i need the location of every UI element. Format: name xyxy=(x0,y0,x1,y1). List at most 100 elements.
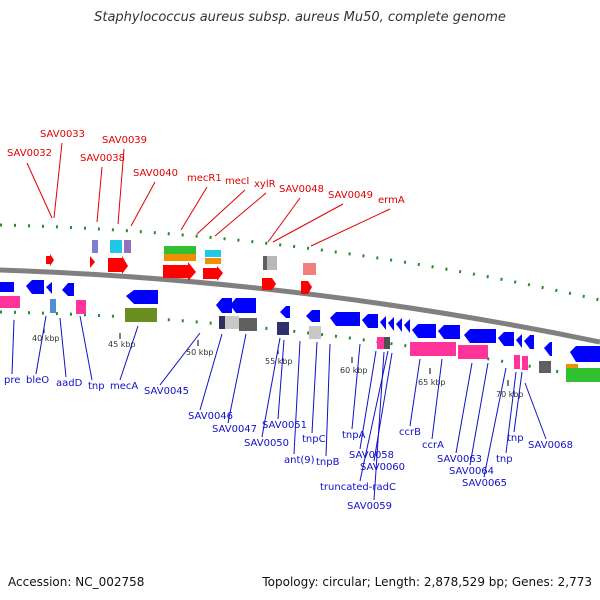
lower-gene-label: SAV0063 xyxy=(437,454,482,465)
feature-arrow xyxy=(412,324,436,338)
lower-gene-label: SAV0047 xyxy=(212,424,257,435)
feature-box xyxy=(522,356,528,370)
feature-arrow xyxy=(516,334,522,348)
leader-line xyxy=(79,315,93,381)
leader-line xyxy=(96,166,103,223)
feature-arrow xyxy=(203,266,223,281)
leader-line xyxy=(359,350,389,482)
feature-box xyxy=(50,299,56,313)
feature-arrow xyxy=(498,332,514,346)
lower-gene-label: SAV0064 xyxy=(449,466,494,477)
feature-arrow xyxy=(26,280,44,294)
leader-line xyxy=(513,371,523,433)
feature-arrow xyxy=(216,298,232,313)
lower-features xyxy=(0,280,600,382)
leader-line xyxy=(117,148,125,225)
feature-arrow xyxy=(544,342,552,356)
feature-arrow xyxy=(90,256,95,268)
feature-box xyxy=(384,337,390,349)
feature-arrow xyxy=(388,317,394,331)
leader-line xyxy=(159,332,201,386)
feature-box xyxy=(514,355,520,369)
leader-line xyxy=(311,341,318,434)
lower-gene-label: tnpA xyxy=(342,430,366,441)
kbp-tick-label: 55 kbp xyxy=(265,357,293,366)
kbp-tick-label: 50 kbp xyxy=(186,348,214,357)
leader-line xyxy=(214,192,267,237)
feature-arrow xyxy=(330,312,360,326)
genome-backbone xyxy=(0,267,600,345)
upper-gene-label: SAV0048 xyxy=(279,184,324,195)
feature-arrow xyxy=(362,314,378,328)
feature-box xyxy=(277,322,289,335)
leader-line xyxy=(469,362,489,466)
leader-line xyxy=(483,367,507,478)
feature-arrow xyxy=(380,316,386,330)
leader-line xyxy=(277,339,285,420)
feature-box xyxy=(225,316,239,329)
accession-text: Accession: NC_002758 xyxy=(8,575,145,589)
lower-gene-label: tnp xyxy=(88,381,105,392)
feature-box xyxy=(124,240,131,253)
lower-gene-label: SAV0068 xyxy=(528,440,573,451)
feature-arrow xyxy=(280,306,290,318)
feature-box xyxy=(239,318,257,331)
leader-line xyxy=(431,358,443,440)
upper-features xyxy=(46,240,316,294)
leader-line xyxy=(310,208,391,247)
upper-gene-label: SAV0038 xyxy=(80,153,125,164)
feature-box xyxy=(125,308,157,322)
feature-box xyxy=(303,263,316,275)
feature-arrow xyxy=(404,319,410,333)
lower-gene-label: SAV0065 xyxy=(462,478,507,489)
leader-line xyxy=(261,337,281,438)
leader-line xyxy=(293,340,301,455)
leader-line xyxy=(59,317,67,378)
leader-line xyxy=(35,315,47,375)
feature-box xyxy=(205,258,221,264)
upper-gene-label: mecI xyxy=(225,176,249,187)
genome-title: Staphylococcus aureus subsp. aureus Mu50… xyxy=(94,10,506,25)
upper-gene-label: SAV0032 xyxy=(7,148,52,159)
kbp-tick-label: 70 kbp xyxy=(496,390,524,399)
upper-gene-label: SAV0040 xyxy=(133,168,178,179)
feature-arrow xyxy=(306,310,320,322)
leader-line xyxy=(373,351,385,501)
lower-gene-label: SAV0059 xyxy=(347,501,392,512)
upper-gene-label: mecR1 xyxy=(187,173,222,184)
lower-gene-label: SAV0046 xyxy=(188,411,233,422)
topology-text: Topology: circular; Length: 2,878,529 bp… xyxy=(262,575,592,589)
feature-arrow xyxy=(396,318,402,332)
lower-gene-label: tnpB xyxy=(316,457,340,468)
feature-arrow xyxy=(524,335,534,349)
feature-arrow xyxy=(230,298,256,313)
feature-arrow xyxy=(464,329,496,343)
feature-arrow xyxy=(46,282,52,294)
leader-line xyxy=(325,343,331,457)
upper-gene-label: SAV0039 xyxy=(102,135,147,146)
feature-box xyxy=(458,345,488,359)
feature-box xyxy=(566,368,600,382)
leader-line xyxy=(11,319,15,375)
leader-line xyxy=(26,162,53,219)
leader-line xyxy=(119,325,139,381)
feature-arrow xyxy=(438,325,460,339)
lower-gene-label: pre xyxy=(4,375,20,386)
kbp-tick-label: 60 kbp xyxy=(340,366,368,375)
lower-gene-label: SAV0058 xyxy=(349,450,394,461)
feature-arrow xyxy=(163,262,196,281)
upper-gene-label: SAV0049 xyxy=(328,190,373,201)
feature-box xyxy=(205,250,221,257)
leader-line xyxy=(227,333,247,424)
lower-gene-label: SAV0045 xyxy=(144,386,189,397)
lower-gene-label: tnpC xyxy=(302,434,326,445)
feature-arrow xyxy=(126,290,158,304)
kbp-tick-label: 40 kbp xyxy=(32,334,60,343)
feature-box xyxy=(309,326,321,339)
upper-gene-label: SAV0033 xyxy=(40,129,85,140)
lower-gene-label: tnp xyxy=(496,454,513,465)
feature-arrow xyxy=(262,278,276,290)
